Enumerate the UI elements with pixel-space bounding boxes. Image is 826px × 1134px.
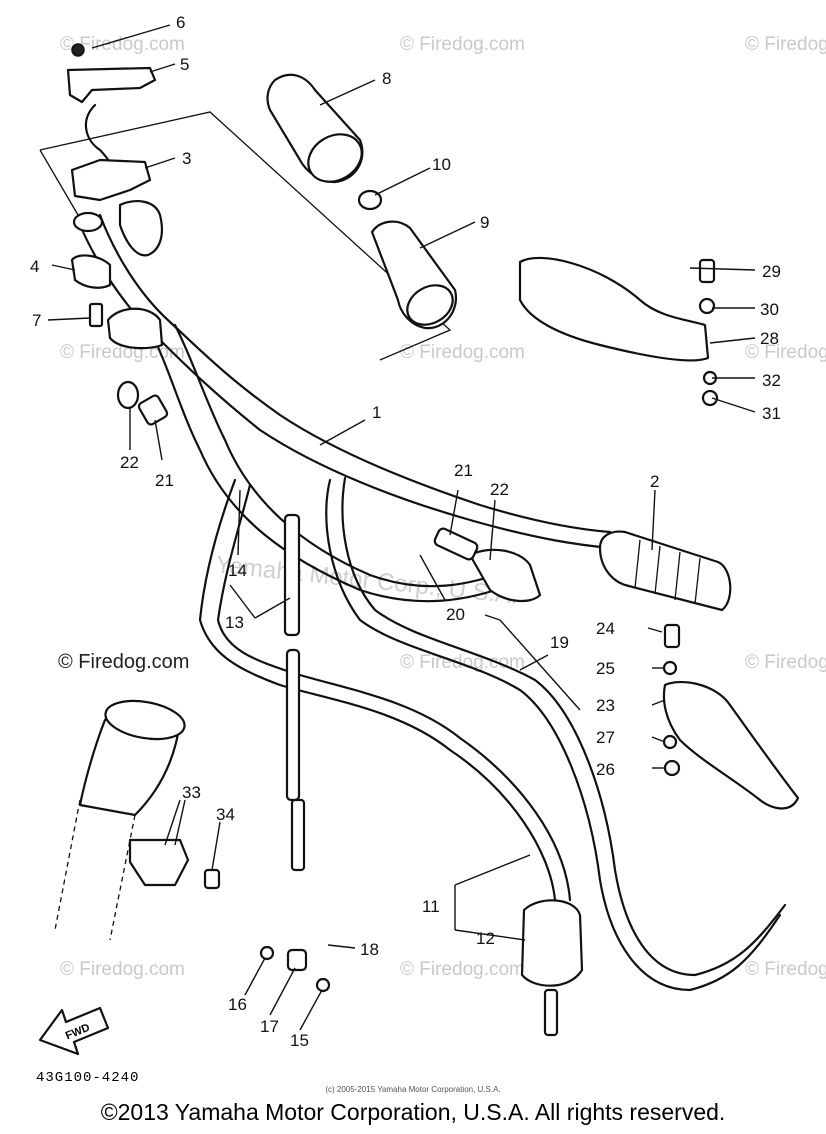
- callout-12: 12: [476, 929, 495, 948]
- copyright-notice: ©2013 Yamaha Motor Corporation, U.S.A. A…: [100, 1099, 726, 1125]
- callout-27: 27: [596, 728, 615, 747]
- callout-20: 20: [446, 605, 465, 624]
- callout-14: 14: [228, 561, 247, 580]
- handguards: [518, 256, 800, 810]
- callout-16: 16: [228, 995, 247, 1014]
- callout-7: 7: [32, 311, 41, 330]
- fwd-arrow: FWD: [38, 1006, 110, 1056]
- callouts: 6 5 3 4 7 8 10 9 1 2 29 30 28 32 31 22 2…: [30, 13, 781, 1050]
- watermark: © Firedog.com: [745, 959, 826, 980]
- leader-lines: [47, 24, 756, 1031]
- callout-9: 9: [480, 213, 489, 232]
- callout-19: 19: [550, 633, 569, 652]
- callout-13: 13: [225, 613, 244, 632]
- clamp-detail: [54, 699, 221, 941]
- watermark: © Firedog.com: [60, 34, 185, 55]
- small-copyright: (c) 2005-2015 Yamaha Motor Corporation, …: [325, 1085, 501, 1094]
- callout-11: 11: [422, 897, 440, 916]
- callout-4: 4: [30, 257, 39, 276]
- watermark: © Firedog.com: [400, 342, 525, 363]
- callout-10: 10: [432, 155, 451, 174]
- callout-6: 6: [176, 13, 185, 32]
- watermark: © Firedog.com: [745, 342, 826, 363]
- callout-32: 32: [762, 371, 781, 390]
- watermark: © Firedog.com: [745, 34, 826, 55]
- callout-25: 25: [596, 659, 615, 678]
- callout-8: 8: [382, 69, 391, 88]
- callout-22-left: 22: [120, 453, 139, 472]
- right-grip: [433, 527, 732, 612]
- callout-1: 1: [372, 403, 381, 422]
- watermark-group: © Firedog.com © Firedog.com © Firedog.co…: [58, 34, 826, 980]
- watermark: © Firedog.com: [745, 652, 826, 673]
- callout-26: 26: [596, 760, 615, 779]
- callout-29: 29: [762, 262, 781, 281]
- throttle-grip: [266, 73, 458, 330]
- watermark: © Firedog.com: [400, 34, 525, 55]
- watermark: © Firedog.com: [58, 651, 189, 673]
- left-controls: [66, 43, 169, 426]
- callout-31: 31: [762, 404, 781, 423]
- callout-28: 28: [760, 329, 779, 348]
- callout-21-right: 21: [454, 461, 473, 480]
- callout-30: 30: [760, 300, 779, 319]
- hardware: [662, 258, 719, 777]
- part-number: 43G100-4240: [36, 1070, 140, 1086]
- assembly-frame: [39, 111, 452, 361]
- watermark: © Firedog.com: [60, 959, 185, 980]
- callout-33: 33: [182, 783, 201, 802]
- callout-5: 5: [180, 55, 189, 74]
- callout-34: 34: [216, 805, 235, 824]
- callout-23: 23: [596, 696, 615, 715]
- callout-15: 15: [290, 1031, 309, 1050]
- callout-21-left: 21: [155, 471, 174, 490]
- callout-3: 3: [182, 149, 191, 168]
- cables: [198, 476, 787, 1037]
- watermark: © Firedog.com: [400, 652, 525, 673]
- callout-18: 18: [360, 940, 379, 959]
- callout-22-right: 22: [490, 480, 509, 499]
- watermark: © Firedog.com: [400, 959, 525, 980]
- callout-2: 2: [650, 472, 659, 491]
- callout-17: 17: [260, 1017, 279, 1036]
- callout-24: 24: [596, 619, 615, 638]
- handlebar: [72, 211, 612, 603]
